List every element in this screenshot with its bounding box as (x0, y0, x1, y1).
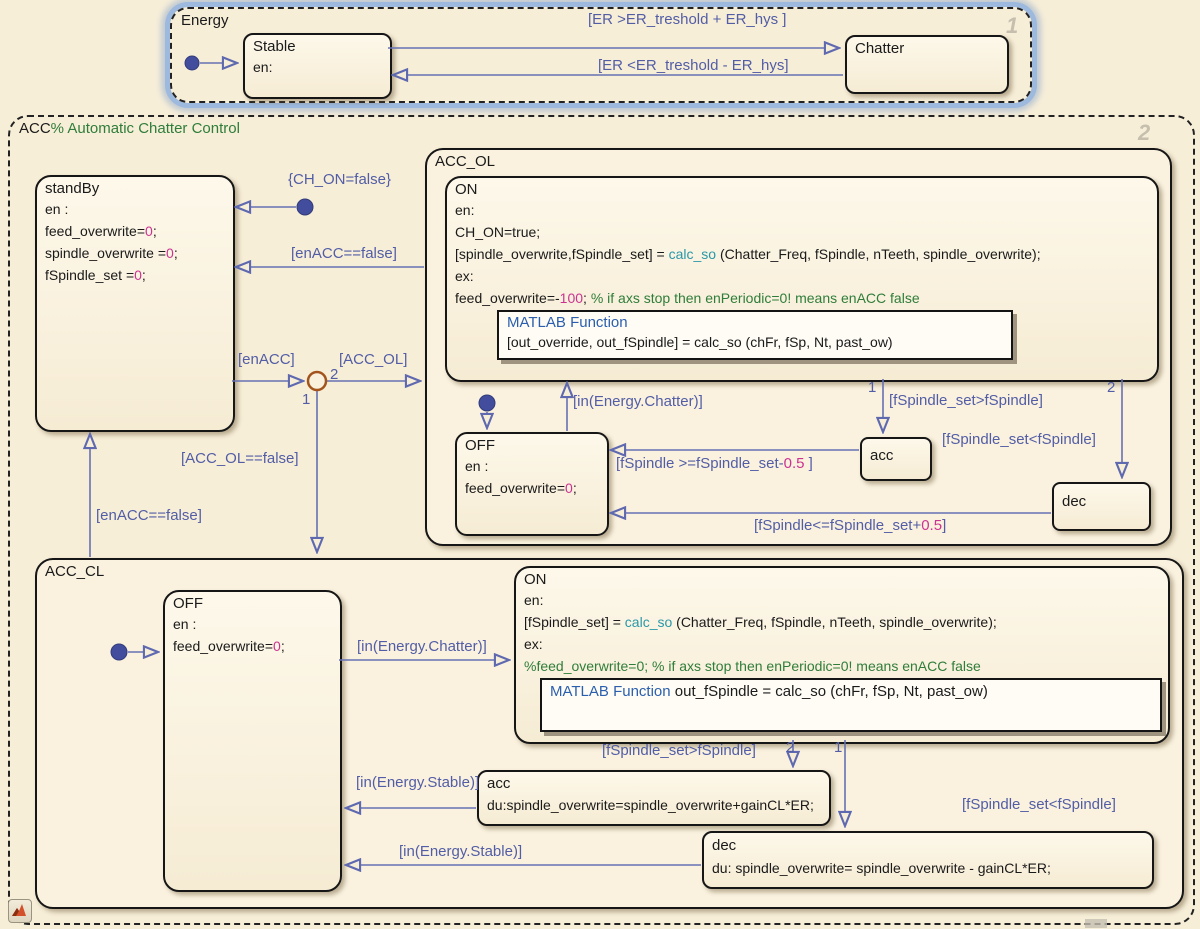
off-line: en : (465, 458, 489, 474)
state-acc-ol-dec[interactable]: dec (1052, 482, 1151, 531)
standby-line: fSpindle_set =0; (45, 267, 146, 283)
state-acc-cl-on-title: ON (524, 571, 547, 588)
state-acc-number: 2 (1138, 120, 1151, 145)
state-acc-ol-off[interactable]: OFF en : feed_overwrite=0; (455, 432, 609, 536)
state-acc-ol-acc[interactable]: acc (860, 437, 932, 481)
state-acc-ol-acc-title: acc (870, 447, 894, 464)
on-line: en: (455, 202, 475, 218)
standby-line: en : (45, 201, 69, 217)
matlab-function-label: MATLAB Function (507, 314, 628, 331)
state-chatter-title: Chatter (855, 40, 905, 57)
state-acc[interactable]: ACC% Automatic Chatter Control (8, 115, 1195, 925)
state-stable-title: Stable (253, 38, 296, 55)
on-line: %feed_overwrite=0; % if axs stop then en… (524, 658, 981, 674)
state-acc-title-wrap: ACC% Automatic Chatter Control (19, 120, 240, 137)
off-line: feed_overwrite=0; (173, 638, 285, 654)
resize-handle (1085, 919, 1107, 928)
state-stable-body: en: (253, 59, 273, 75)
state-acc-cl-acc[interactable]: acc du:spindle_overwrite=spindle_overwri… (477, 770, 831, 826)
state-acc-cl-off[interactable]: OFF en : feed_overwrite=0; (163, 590, 342, 892)
state-stable[interactable]: Stable en: (243, 33, 392, 99)
matlab-function-signature: MATLAB Function out_fSpindle = calc_so (… (550, 683, 988, 700)
matlab-badge[interactable] (8, 899, 32, 923)
state-acc-ol-title: ACC_OL (435, 153, 496, 170)
state-standby[interactable]: standBy en : feed_overwrite=0; spindle_o… (35, 175, 235, 432)
matlab-function-block-ol[interactable]: MATLAB Function [out_override, out_fSpin… (497, 310, 1013, 360)
on-line: en: (524, 592, 544, 608)
state-acc-cl-acc-title: acc (487, 775, 511, 792)
state-acc-cl-title: ACC_CL (45, 563, 105, 580)
state-acc-ol-dec-title: dec (1062, 493, 1087, 510)
matlab-function-signature: [out_override, out_fSpindle] = calc_so (… (507, 334, 893, 350)
on-line: ex: (455, 268, 474, 284)
state-energy-number: 1 (1006, 13, 1019, 38)
state-acc-title: ACC (19, 120, 51, 137)
state-energy[interactable]: Energy (170, 7, 1032, 103)
on-line: CH_ON=true; (455, 224, 541, 240)
on-line: [spindle_overwrite,fSpindle_set] = calc_… (455, 246, 1041, 262)
default-dot-energy[interactable] (184, 55, 200, 71)
on-line: feed_overwrite=-100; % if axs stop then … (455, 290, 920, 306)
state-chatter[interactable]: Chatter (845, 35, 1009, 94)
on-line: [fSpindle_set] = calc_so (Chatter_Freq, … (524, 614, 997, 630)
state-acc-cl-off-title: OFF (173, 595, 203, 612)
matlab-logo-icon (12, 904, 26, 916)
default-dot-acc[interactable] (296, 198, 314, 216)
dec-du-line: du: spindle_overwrite= spindle_overwrite… (712, 860, 1051, 876)
on-line: ex: (524, 636, 543, 652)
state-acc-cl-dec[interactable]: dec du: spindle_overwrite= spindle_overw… (702, 831, 1154, 889)
state-acc-cl-dec-title: dec (712, 837, 737, 854)
state-acc-ol-off-title: OFF (465, 437, 495, 454)
matlab-function-block-cl[interactable]: MATLAB Function out_fSpindle = calc_so (… (540, 678, 1162, 732)
default-dot-acc-cl-off[interactable] (110, 643, 128, 661)
junction[interactable] (306, 370, 328, 392)
default-dot-acc-ol-off[interactable] (478, 394, 496, 412)
state-acc-ol-on-title: ON (455, 181, 478, 198)
standby-line: spindle_overwrite =0; (45, 245, 178, 261)
state-energy-title: Energy (181, 12, 229, 29)
standby-line: feed_overwrite=0; (45, 223, 157, 239)
state-standby-title: standBy (45, 180, 100, 197)
acc-du-line: du:spindle_overwrite=spindle_overwrite+g… (487, 797, 814, 813)
off-line: en : (173, 616, 197, 632)
state-acc-comment: % Automatic Chatter Control (50, 120, 240, 137)
off-line: feed_overwrite=0; (465, 480, 577, 496)
